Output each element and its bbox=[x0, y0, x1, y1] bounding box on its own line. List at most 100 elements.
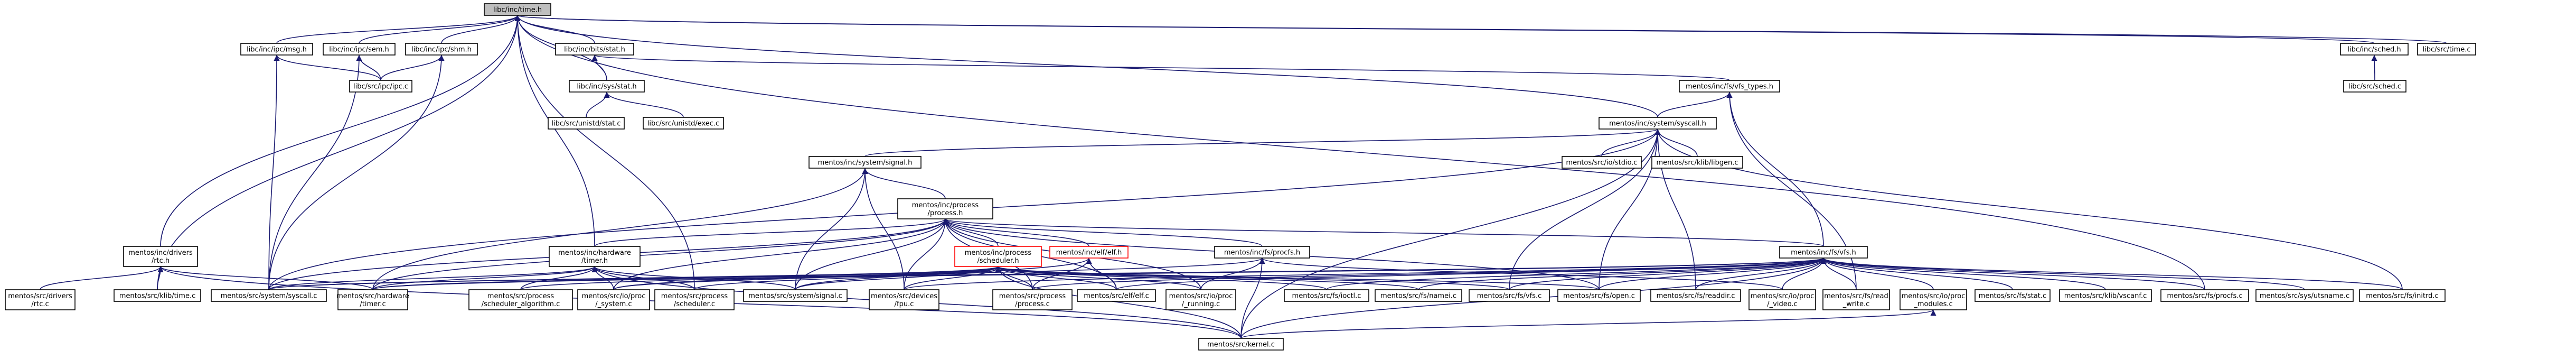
node-label: mentos/inc/fs/vfs.h bbox=[1791, 249, 1856, 257]
graph-node-hw-timer-h[interactable]: mentos/inc/hardware/timer.h bbox=[549, 246, 641, 267]
dependency-edge bbox=[1259, 257, 1783, 290]
dependency-edge bbox=[514, 15, 2205, 290]
graph-node-ioctl-c[interactable]: mentos/src/fs/ioctl.c bbox=[1284, 289, 1369, 302]
graph-node-elf-h[interactable]: mentos/inc/elf/elf.h bbox=[1049, 246, 1129, 259]
node-label: mentos/src/process bbox=[661, 292, 728, 300]
graph-node-vscanf-c[interactable]: mentos/src/klib/vscanf.c bbox=[2059, 289, 2152, 302]
node-label: mentos/src/io/stdio.c bbox=[1566, 159, 1637, 167]
graph-node-hw-timer-c[interactable]: mentos/src/hardware/timer.c bbox=[336, 289, 409, 310]
dependency-edge bbox=[372, 266, 598, 290]
dependency-edge bbox=[274, 54, 381, 81]
graph-node-sched-c[interactable]: libc/src/sched.c bbox=[2343, 80, 2406, 93]
graph-node-time-c[interactable]: libc/src/time.c bbox=[2417, 43, 2476, 56]
graph-node-kernel-c[interactable]: mentos/src/kernel.c bbox=[1198, 338, 1284, 351]
node-label: mentos/inc/process bbox=[912, 201, 979, 209]
graph-node-read-write[interactable]: mentos/src/fs/read_write.c bbox=[1822, 289, 1890, 310]
node-label: mentos/src/io/proc bbox=[1902, 292, 1966, 300]
graph-node-fpu-c[interactable]: mentos/src/devices/fpu.c bbox=[869, 289, 939, 310]
dependency-edge bbox=[1509, 128, 1661, 290]
dependency-edge bbox=[995, 266, 1201, 290]
graph-node-signal-h[interactable]: mentos/inc/system/signal.h bbox=[808, 156, 922, 169]
node-box bbox=[654, 289, 735, 310]
graph-node-scheduler-c[interactable]: mentos/src/process/scheduler.c bbox=[654, 289, 735, 310]
graph-node-libgen-c[interactable]: mentos/src/klib/libgen.c bbox=[1651, 156, 1743, 169]
dependency-edge bbox=[268, 257, 1826, 290]
node-label: mentos/src/sys/utsname.c bbox=[2260, 292, 2349, 300]
graph-node-vfs-types[interactable]: mentos/inc/fs/vfs_types.h bbox=[1679, 80, 1780, 93]
node-label: mentos/src/fs/ioctl.c bbox=[1292, 292, 1361, 300]
dependency-edge bbox=[514, 15, 1658, 118]
graph-node-syscall-h[interactable]: mentos/inc/system/syscall.h bbox=[1599, 117, 1717, 130]
graph-node-process-c[interactable]: mentos/src/process/process.c bbox=[992, 289, 1073, 310]
graph-node-libc-time[interactable]: libc/inc/time.h bbox=[484, 3, 551, 16]
dependency-edge bbox=[1820, 257, 1934, 290]
dependency-edge bbox=[795, 266, 1001, 290]
dependency-edge bbox=[268, 54, 445, 290]
graph-node-procfs-c[interactable]: mentos/src/fs/procfs.c bbox=[2160, 289, 2249, 302]
graph-node-proc-running[interactable]: mentos/src/io/proc/_running.c bbox=[1165, 289, 1236, 310]
dependency-edge bbox=[862, 168, 905, 290]
graph-node-klib-time[interactable]: mentos/src/klib/time.c bbox=[114, 289, 201, 302]
graph-node-utsname-c[interactable]: mentos/src/sys/utsname.c bbox=[2255, 289, 2354, 302]
dependency-edge bbox=[1820, 257, 2205, 290]
graph-node-fs-stat[interactable]: mentos/src/fs/stat.c bbox=[1975, 289, 2051, 302]
node-box bbox=[808, 156, 922, 169]
graph-node-proc-system[interactable]: mentos/src/io/proc/_system.c bbox=[577, 289, 650, 310]
graph-node-readdir-c[interactable]: mentos/src/fs/readdir.c bbox=[1650, 289, 1741, 302]
graph-node-stdio-c[interactable]: mentos/src/io/stdio.c bbox=[1562, 156, 1642, 169]
graph-node-proc-video[interactable]: mentos/src/io/proc/_video.c bbox=[1748, 289, 1816, 310]
graph-node-unistd-exec[interactable]: libc/src/unistd/exec.c bbox=[643, 117, 724, 130]
node-box bbox=[643, 117, 724, 130]
graph-node-proc-modules[interactable]: mentos/src/io/proc_modules.c bbox=[1900, 289, 1967, 310]
graph-node-elf-c[interactable]: mentos/src/elf/elf.c bbox=[1077, 289, 1156, 302]
node-label: mentos/src/fs/readdir.c bbox=[1657, 292, 1735, 300]
node-label: /timer.c bbox=[360, 300, 386, 308]
node-label: mentos/src/hardware bbox=[336, 292, 409, 300]
graph-node-sched-h[interactable]: libc/inc/sched.h bbox=[2340, 43, 2409, 56]
graph-node-rtc-c[interactable]: mentos/src/drivers/rtc.c bbox=[5, 289, 76, 310]
graph-node-sys-signal-c[interactable]: mentos/src/system/signal.c bbox=[743, 289, 848, 302]
node-label: mentos/src/drivers bbox=[8, 292, 72, 300]
dependency-edge bbox=[160, 15, 521, 247]
graph-node-vfs-c[interactable]: mentos/src/fs/vfs.c bbox=[1469, 289, 1550, 302]
graph-node-ipc-sem[interactable]: libc/inc/ipc/sem.h bbox=[323, 43, 396, 56]
graph-node-sched-algo[interactable]: mentos/src/process/scheduler_algorithm.c bbox=[468, 289, 573, 310]
graph-node-open-c[interactable]: mentos/src/fs/open.c bbox=[1557, 289, 1641, 302]
graph-node-sys-syscall-c[interactable]: mentos/src/system/syscall.c bbox=[211, 289, 327, 302]
dependency-edge bbox=[995, 266, 1327, 290]
graph-node-unistd-stat[interactable]: libc/src/unistd/stat.c bbox=[548, 117, 625, 130]
graph-node-initrd-c[interactable]: mentos/src/fs/initrd.c bbox=[2359, 289, 2446, 302]
graph-node-drivers-rtc-h[interactable]: mentos/inc/drivers/rtc.h bbox=[123, 246, 198, 267]
dependency-edge bbox=[795, 168, 868, 290]
graph-node-namei-c[interactable]: mentos/src/fs/namei.c bbox=[1375, 289, 1462, 302]
dependency-edge bbox=[514, 15, 595, 247]
node-box bbox=[114, 289, 201, 302]
node-label: libc/inc/ipc/shm.h bbox=[411, 46, 472, 54]
node-label: mentos/inc/process bbox=[965, 249, 1032, 257]
node-box bbox=[1077, 289, 1156, 302]
dependency-edge bbox=[591, 54, 607, 81]
node-box bbox=[1748, 289, 1816, 310]
node-box bbox=[1284, 289, 1369, 302]
dependency-edge bbox=[268, 266, 1001, 290]
graph-node-ipc-msg[interactable]: libc/inc/ipc/msg.h bbox=[240, 43, 313, 56]
node-box bbox=[1562, 156, 1642, 169]
node-box bbox=[1900, 289, 1967, 310]
dependency-edge bbox=[372, 257, 1826, 290]
graph-node-bits-stat[interactable]: libc/inc/bits/stat.h bbox=[555, 43, 634, 56]
graph-node-process-h[interactable]: mentos/inc/process/process.h bbox=[897, 198, 993, 219]
node-label: mentos/src/elf/elf.c bbox=[1084, 292, 1149, 300]
graph-node-vfs-h[interactable]: mentos/inc/fs/vfs.h bbox=[1779, 246, 1868, 259]
graph-node-scheduler-h[interactable]: mentos/inc/process/scheduler.h bbox=[954, 246, 1042, 267]
node-box bbox=[1599, 117, 1717, 130]
graph-node-ipc-c[interactable]: libc/src/ipc/ipc.c bbox=[349, 80, 412, 93]
dependency-edge bbox=[1695, 257, 1827, 290]
node-label: mentos/src/kernel.c bbox=[1207, 341, 1275, 349]
graph-node-procfs-h[interactable]: mentos/inc/fs/procfs.h bbox=[1214, 246, 1310, 259]
dependency-edge bbox=[1240, 257, 1265, 339]
dependency-edge bbox=[1820, 257, 2106, 290]
dependency-edge bbox=[904, 266, 1001, 290]
node-box bbox=[1198, 338, 1284, 351]
graph-node-ipc-shm[interactable]: libc/inc/ipc/shm.h bbox=[405, 43, 478, 56]
graph-node-sys-stat[interactable]: libc/inc/sys/stat.h bbox=[569, 80, 645, 93]
